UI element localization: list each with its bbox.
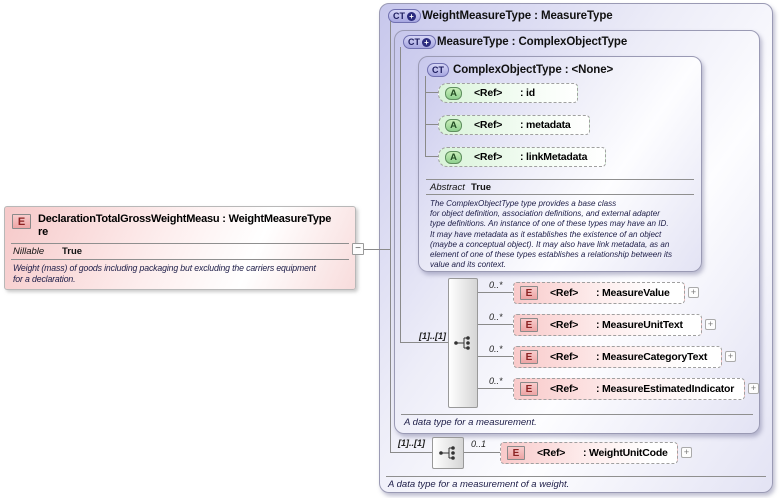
expand-toggle[interactable]: + [748,383,759,394]
occurrence-label: [1]..[1] [398,438,425,448]
element-icon: E [520,286,538,300]
connector-line [425,124,438,125]
expand-toggle[interactable]: + [705,319,716,330]
nillable-label: Nillable [13,246,45,257]
sequence-compositor-icon[interactable] [448,278,478,408]
element-title: DeclarationTotalGrossWeightMeasu : Weigh… [38,213,332,238]
type-annotation: A data type for a measurement of a weigh… [388,479,570,490]
connector-line [425,76,426,156]
element-description: Weight (mass) of goods including packagi… [13,263,316,284]
attribute-icon: A [445,118,462,132]
divider [401,414,753,415]
sequence-compositor-icon[interactable] [432,437,464,469]
connector-line [390,452,433,453]
connector-line [425,156,438,157]
element-name: : MeasureUnitText [596,319,683,331]
element-ref: <Ref> [550,383,579,395]
connector-line [390,21,391,453]
element-ref: <Ref> [550,351,579,363]
sequence-glyph [454,336,470,350]
type-annotation: A data type for a measurement. [404,417,537,428]
element-ref: <Ref> [537,447,566,459]
expand-toggle[interactable]: + [681,447,692,458]
connector-line [478,388,513,389]
cardinality-label: 0..1 [471,439,487,449]
attribute-row-metadata[interactable]: A <Ref> : metadata [438,115,590,135]
element-icon: E [520,318,538,332]
connector-line [464,452,500,453]
type-description: The ComplexObjectType type provides a ba… [430,198,673,270]
extension-badge-icon: + [422,37,431,47]
sequence-glyph [439,446,455,460]
element-row-measureestimatedindicator[interactable]: E <Ref> : MeasureEstimatedIndicator [513,378,745,400]
cardinality-label: 0..* [489,280,503,290]
attribute-row-id[interactable]: A <Ref> : id [438,83,578,103]
attribute-ref: <Ref> [474,151,503,163]
element-row-measurevalue[interactable]: E <Ref> : MeasureValue [513,282,685,304]
abstract-label: Abstract [430,182,465,193]
connector-line [478,292,513,293]
divider [11,259,349,260]
cardinality-label: 0..* [489,376,503,386]
element-name: : MeasureValue [596,287,670,299]
connector-line [478,356,513,357]
attribute-icon: A [445,150,462,164]
expand-toggle[interactable]: + [688,287,699,298]
element-ref: <Ref> [550,319,579,331]
element-icon: E [12,214,31,229]
element-row-measureunittext[interactable]: E <Ref> : MeasureUnitText [513,314,702,336]
complex-type-icon: CT [427,63,449,77]
divider [426,179,694,180]
nillable-value: True [62,246,83,257]
connector-line [478,324,513,325]
connector-line [400,47,401,343]
box-title: MeasureType : ComplexObjectType [437,36,628,48]
element-name: : MeasureEstimatedIndicator [596,383,735,395]
attribute-row-linkmetadata[interactable]: A <Ref> : linkMetadata [438,147,606,167]
cardinality-label: 0..* [489,312,503,322]
expand-toggle[interactable]: + [725,351,736,362]
attribute-name: : linkMetadata [520,151,588,163]
complex-type-icon: CT+ [403,35,436,49]
element-icon: E [507,446,525,460]
connector-line [364,249,391,250]
attribute-ref: <Ref> [474,119,503,131]
occurrence-label: [1]..[1] [419,331,446,341]
attribute-ref: <Ref> [474,87,503,99]
attribute-name: : metadata [520,119,571,131]
element-name: : MeasureCategoryText [596,351,708,363]
complex-type-icon: CT+ [388,9,421,23]
box-title: ComplexObjectType : <None> [453,64,614,76]
connector-line [425,92,438,93]
element-icon: E [520,350,538,364]
divider [11,243,349,244]
abstract-value: True [471,182,492,193]
extension-badge-icon: + [407,11,416,21]
element-row-measurecategorytext[interactable]: E <Ref> : MeasureCategoryText [513,346,722,368]
box-title: WeightMeasureType : MeasureType [422,10,613,22]
element-icon: E [520,382,538,396]
divider [386,476,766,477]
complex-object-type-box: CT ComplexObjectType : <None> A <Ref> : … [418,56,702,272]
divider [426,194,694,195]
connector-line [400,342,449,343]
element-ref: <Ref> [550,287,579,299]
collapse-toggle[interactable]: − [352,243,364,255]
attribute-icon: A [445,86,462,100]
element-name: : WeightUnitCode [583,447,668,459]
cardinality-label: 0..* [489,344,503,354]
attribute-name: : id [520,87,535,99]
element-row-weightunitcode[interactable]: E <Ref> : WeightUnitCode [500,442,678,464]
declaration-element-box[interactable]: E DeclarationTotalGrossWeightMeasu : Wei… [4,206,356,290]
